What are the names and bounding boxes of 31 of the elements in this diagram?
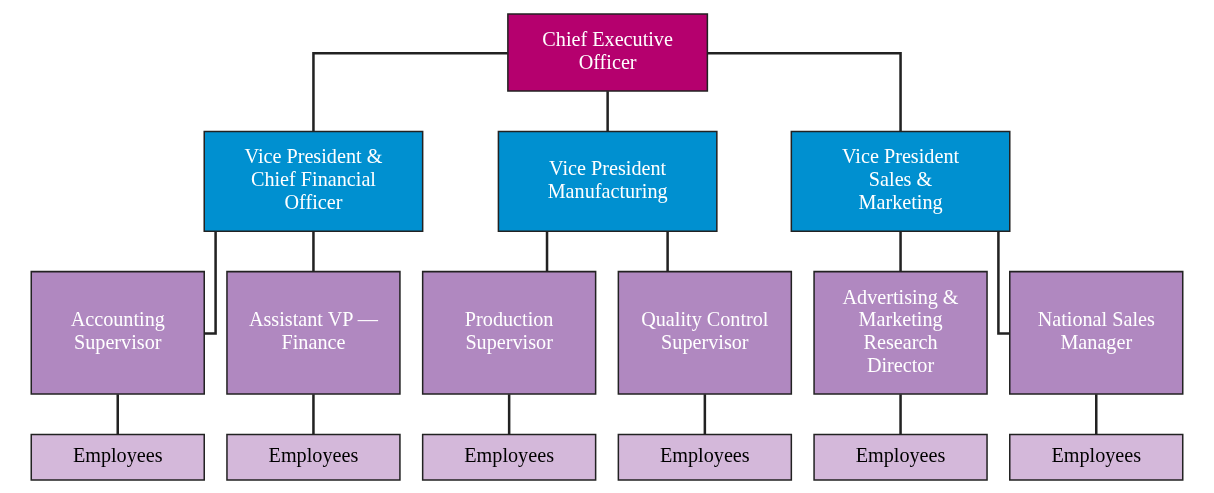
node-box: Employees <box>617 433 793 481</box>
connector <box>703 393 707 434</box>
node-box: National Sales Manager <box>1009 270 1184 395</box>
connector <box>707 51 902 131</box>
connector <box>312 393 315 434</box>
node-box: Employees <box>813 433 988 481</box>
node-box: Vice President & Chief Financial Officer <box>203 130 424 232</box>
node-box: Quality Control Supervisor <box>617 270 793 395</box>
node-box: Production Supervisor <box>421 270 597 395</box>
connector <box>204 231 217 335</box>
node-box: Vice President Sales & Marketing <box>790 130 1011 232</box>
connector <box>606 90 609 131</box>
connector <box>545 230 549 271</box>
node-box: Advertising & Marketing Research Director <box>813 270 988 395</box>
connector <box>997 231 1010 335</box>
connector <box>899 393 902 434</box>
node-box: Vice President Manufacturing <box>497 130 718 232</box>
connector <box>312 51 508 131</box>
connector <box>507 393 511 434</box>
node-box: Employees <box>1009 433 1184 481</box>
node-box: Accounting Supervisor <box>30 270 205 395</box>
connector <box>312 230 315 271</box>
connector <box>899 230 902 271</box>
connector <box>666 230 669 271</box>
connector <box>116 393 119 434</box>
node-box: Chief Executive Officer <box>507 12 709 92</box>
node-box: Employees <box>226 433 401 481</box>
node-box: Employees <box>421 433 597 481</box>
node-box: Assistant VP — Finance <box>226 270 401 395</box>
connector <box>1095 393 1098 434</box>
node-box: Employees <box>30 433 205 481</box>
